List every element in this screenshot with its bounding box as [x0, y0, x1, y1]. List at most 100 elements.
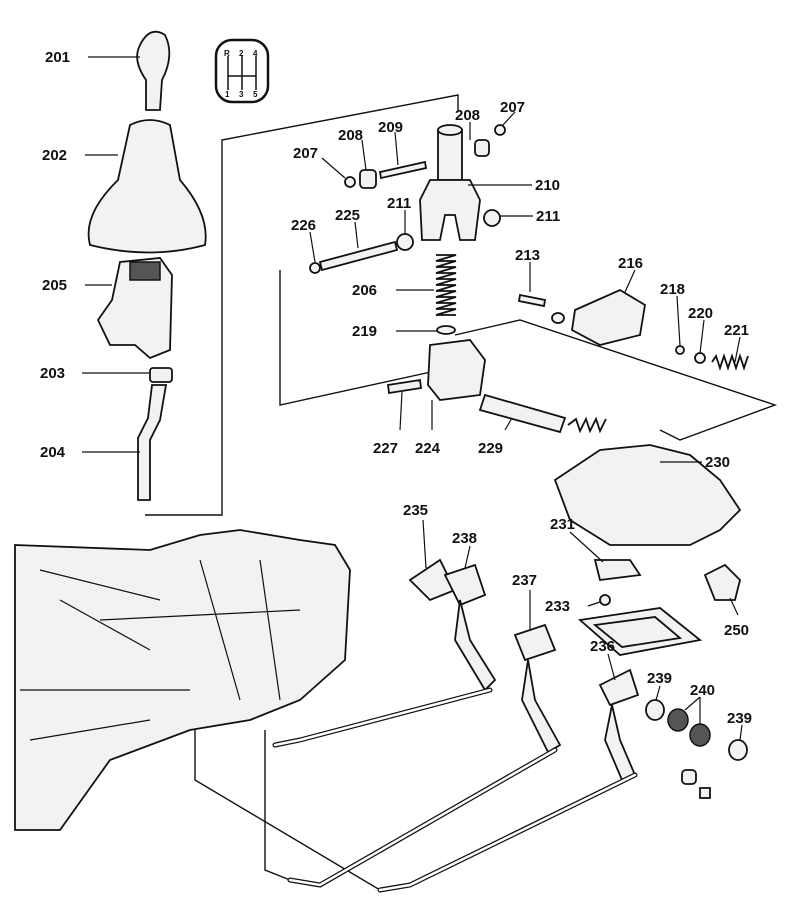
lever-237-arm — [521, 659, 562, 754]
label-209: 209 — [378, 119, 403, 136]
lever-237 — [513, 623, 557, 662]
label-220: 220 — [688, 305, 713, 322]
part-labels: 201 202 205 203 204 207 208 209 208 207 … — [40, 49, 752, 727]
plate-231 — [593, 559, 642, 581]
bolt-213 — [517, 293, 547, 308]
ball-218 — [675, 345, 685, 355]
lever-236-arm — [604, 704, 637, 782]
label-237: 237 — [512, 572, 537, 589]
label-238: 238 — [452, 530, 477, 547]
label-227: 227 — [373, 440, 398, 457]
pattern-3: 3 — [239, 90, 244, 99]
label-231: 231 — [550, 516, 575, 533]
label-205: 205 — [42, 277, 67, 294]
pattern-1: 1 — [225, 90, 230, 99]
nut — [699, 787, 711, 799]
pin-225 — [318, 240, 399, 272]
lever-236 — [598, 668, 640, 707]
transmission-detail — [20, 559, 301, 741]
lever-238-arm — [454, 599, 497, 692]
washer-207r — [494, 124, 506, 136]
leader-lines — [82, 56, 743, 741]
washer-226 — [309, 262, 321, 274]
label-204: 204 — [40, 444, 66, 461]
cable-frame-2 — [264, 730, 291, 881]
washer-220 — [694, 352, 706, 364]
label-225: 225 — [335, 207, 360, 224]
pattern-4: 4 — [253, 49, 258, 58]
selector-block-224 — [427, 339, 486, 401]
label-239-top: 239 — [647, 670, 672, 687]
linkage-frame-mid — [279, 270, 441, 406]
label-240: 240 — [690, 682, 715, 699]
bushing-211r — [483, 209, 501, 227]
bushing-208l — [359, 169, 377, 189]
label-216: 216 — [618, 255, 643, 272]
shift-lever — [137, 384, 168, 501]
label-233: 233 — [545, 598, 570, 615]
label-224: 224 — [415, 440, 441, 457]
washer-240b — [689, 723, 711, 747]
label-206: 206 — [352, 282, 377, 299]
gasket-inner — [592, 616, 683, 648]
shaft-top — [437, 124, 463, 136]
label-207-right: 207 — [500, 99, 525, 116]
label-201: 201 — [45, 49, 70, 66]
pin-209 — [378, 160, 428, 180]
pattern-5: 5 — [253, 90, 258, 99]
linkage-frame-right — [454, 319, 778, 441]
shift-rods — [272, 687, 638, 893]
label-203: 203 — [40, 365, 65, 382]
shift-housing-230 — [553, 444, 742, 546]
lever-238 — [443, 563, 487, 607]
linkage-frame-left — [145, 94, 459, 516]
label-211-left: 211 — [387, 195, 411, 212]
selector-shaft — [437, 129, 463, 181]
shaft-229 — [478, 393, 567, 434]
washer-240a — [667, 708, 689, 732]
bushing-211l — [396, 233, 414, 251]
label-230: 230 — [705, 454, 730, 471]
label-239-bottom: 239 — [727, 710, 752, 727]
transmission — [14, 529, 351, 831]
washer-219 — [436, 325, 456, 335]
label-210: 210 — [535, 177, 560, 194]
shift-fork — [419, 179, 481, 241]
shift-knob — [136, 30, 171, 111]
label-213: 213 — [515, 247, 540, 264]
label-208-right: 208 — [455, 107, 480, 124]
housing-top — [129, 261, 161, 281]
label-236: 236 — [590, 638, 615, 655]
bolt-233 — [599, 594, 611, 606]
bracket-216 — [571, 288, 646, 346]
washer-239b — [728, 739, 748, 761]
bushing — [681, 769, 697, 785]
bolt-227 — [386, 378, 423, 395]
shift-housing — [96, 257, 173, 360]
shift-pattern-icon: R 2 4 1 3 5 — [214, 38, 270, 104]
spring-229 — [567, 416, 607, 434]
spring-221 — [711, 353, 749, 371]
spring-206 — [435, 254, 457, 316]
lever-nut — [149, 367, 173, 383]
label-235: 235 — [403, 502, 428, 519]
label-207-left: 207 — [293, 145, 318, 162]
washer-239a — [645, 699, 665, 721]
washer-213 — [551, 312, 565, 324]
shift-boot — [87, 119, 207, 254]
label-219: 219 — [352, 323, 377, 340]
label-229: 229 — [478, 440, 503, 457]
label-226: 226 — [291, 217, 316, 234]
bushing-208r — [474, 139, 490, 157]
label-218: 218 — [660, 281, 685, 298]
pattern-2: 2 — [239, 49, 244, 58]
label-221: 221 — [724, 322, 749, 339]
pattern-r: R — [224, 49, 230, 58]
bushing-250 — [703, 563, 741, 601]
washer-207l — [344, 176, 356, 188]
label-250: 250 — [724, 622, 749, 639]
label-208-left: 208 — [338, 127, 363, 144]
label-202: 202 — [42, 147, 67, 164]
